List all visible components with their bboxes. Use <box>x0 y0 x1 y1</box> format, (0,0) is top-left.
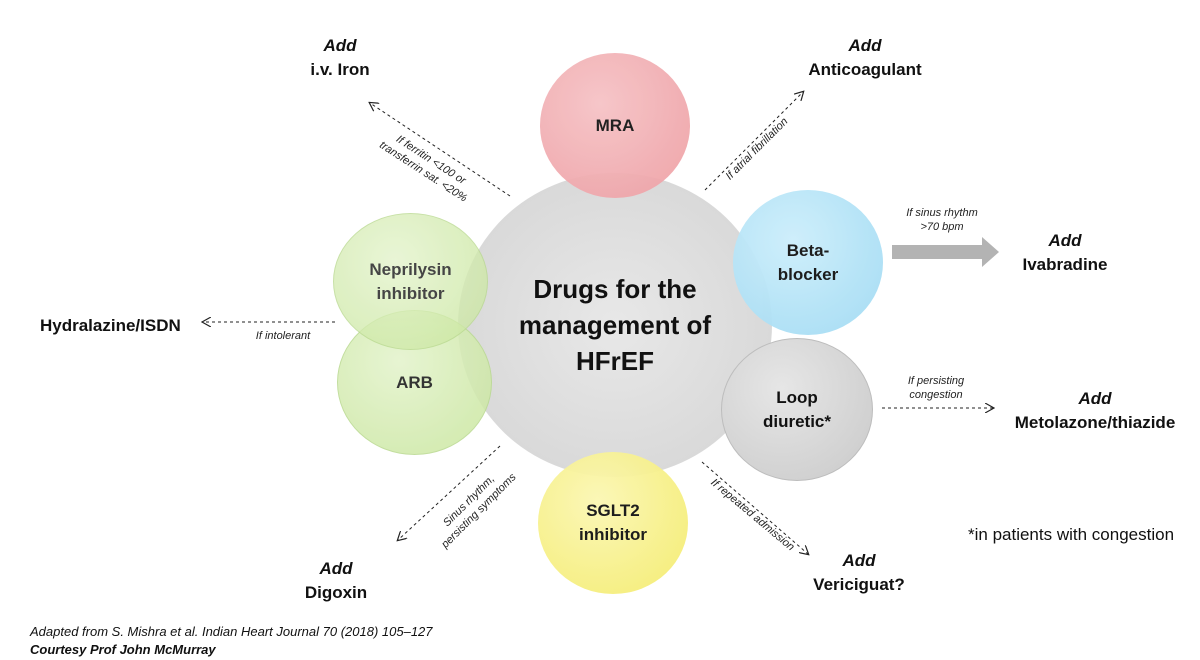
drug-circle-beta-blocker: Beta- blocker <box>733 190 883 335</box>
drug-circle-sglt2: SGLT2 inhibitor <box>538 452 688 594</box>
center-label: Drugs for the management of HFrEF <box>518 274 712 376</box>
outcome-metolazone: Add Metolazone/thiazide <box>1014 389 1176 432</box>
arrow-anticoagulant <box>704 92 803 191</box>
outcome-anticoagulant: Add Anticoagulant <box>808 36 922 79</box>
center-circle <box>458 173 772 477</box>
condition-metolazone: If persisting congestion <box>907 375 965 401</box>
condition-hydralazine: If intolerant <box>255 330 311 342</box>
footnote: *in patients with congestion <box>968 525 1175 544</box>
arrow-ivabradine <box>892 237 999 267</box>
outcome-iron: Add i.v. Iron <box>310 36 370 79</box>
condition-ivabradine: If sinus rhythm >70 bpm <box>906 207 978 233</box>
drug-circle-neprilysin: Neprilysin inhibitor <box>333 213 488 350</box>
arrow-vericiguat <box>701 461 808 554</box>
arrow-digoxin <box>398 445 501 540</box>
drug-circle-mra: MRA <box>540 53 690 198</box>
source-citation: Adapted from S. Mishra et al. Indian Hea… <box>30 624 433 639</box>
outcome-ivabradine: Add Ivabradine <box>1022 231 1108 274</box>
outcome-digoxin: Add Digoxin <box>304 559 368 602</box>
credit-line: Courtesy Prof John McMurray <box>30 642 216 657</box>
outcome-hydralazine: Hydralazine/ISDN <box>40 316 181 335</box>
arrow-iron <box>370 103 511 197</box>
outcome-vericiguat: Add Vericiguat? <box>813 551 905 594</box>
drug-circle-loop-diuretic: Loop diuretic* <box>721 338 873 481</box>
